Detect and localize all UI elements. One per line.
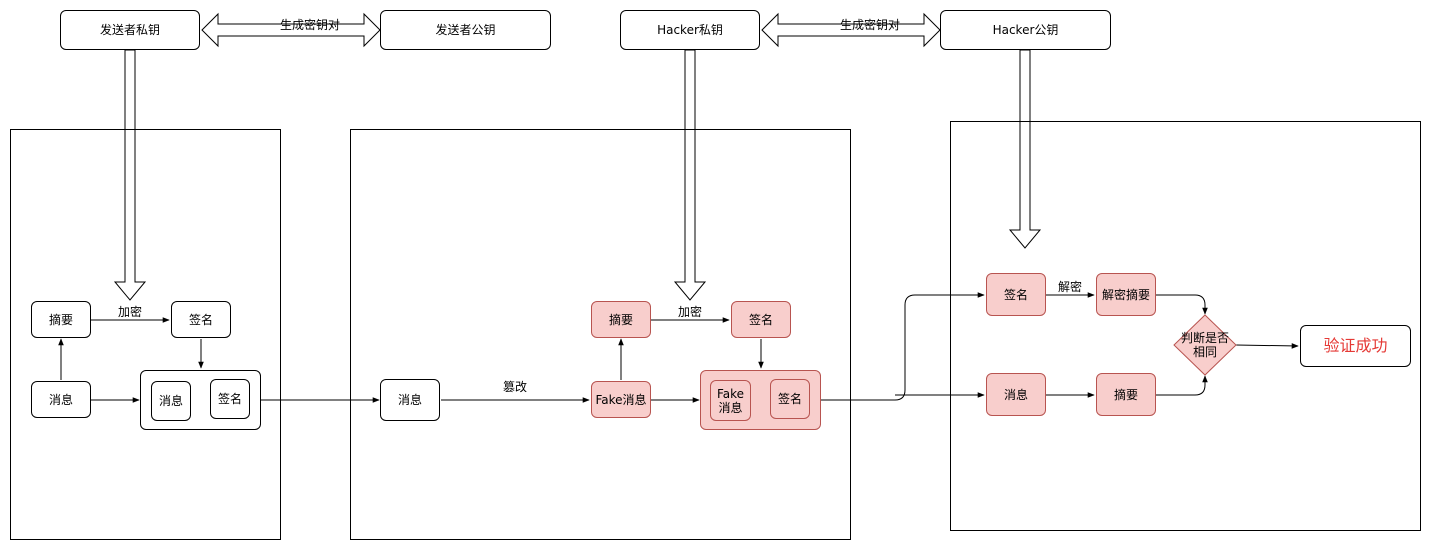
sender-public-key: 发送者公钥 [380,10,551,50]
verification-result: 验证成功 [1300,325,1411,367]
key-down-arrow-hacker [673,49,707,301]
hacker-signature: 签名 [731,301,791,338]
compare-diamond [1173,314,1237,376]
hacker-digest: 摘要 [591,301,651,338]
sender-private-key: 发送者私钥 [60,10,200,50]
keypair-label-sender: 生成密钥对 [280,18,341,32]
tamper-label: 篡改 [503,380,528,394]
sender-bundle-signature: 签名 [210,379,250,419]
hacker-panel [350,129,851,540]
hacker-encrypt-label: 加密 [678,305,703,319]
sender-bundle-message: 消息 [151,381,191,421]
receiver-panel [950,121,1421,531]
receiver-decrypted-digest: 解密摘要 [1096,273,1156,316]
sender-message: 消息 [31,381,91,418]
sender-encrypt-label: 加密 [118,305,143,319]
hacker-private-key: Hacker私钥 [620,10,760,50]
hacker-original-message: 消息 [380,379,440,421]
receiver-message: 消息 [986,373,1046,416]
key-down-arrow-sender [113,49,147,301]
hacker-bundle-signature: 签名 [770,379,810,419]
hacker-fake-message: Fake消息 [591,381,651,418]
compare-label: 判断是否 相同 [1180,331,1229,359]
receiver-signature: 签名 [986,273,1046,316]
sender-signature: 签名 [171,301,231,338]
receiver-digest: 摘要 [1096,373,1156,416]
keypair-label-hacker: 生成密钥对 [840,18,901,32]
hacker-public-key: Hacker公钥 [940,10,1111,50]
hacker-bundle-fake-message: Fake 消息 [710,380,751,421]
sender-panel [10,129,281,540]
key-down-arrow-public [1008,49,1042,249]
decrypt-label: 解密 [1058,280,1083,294]
sender-digest: 摘要 [31,301,91,338]
